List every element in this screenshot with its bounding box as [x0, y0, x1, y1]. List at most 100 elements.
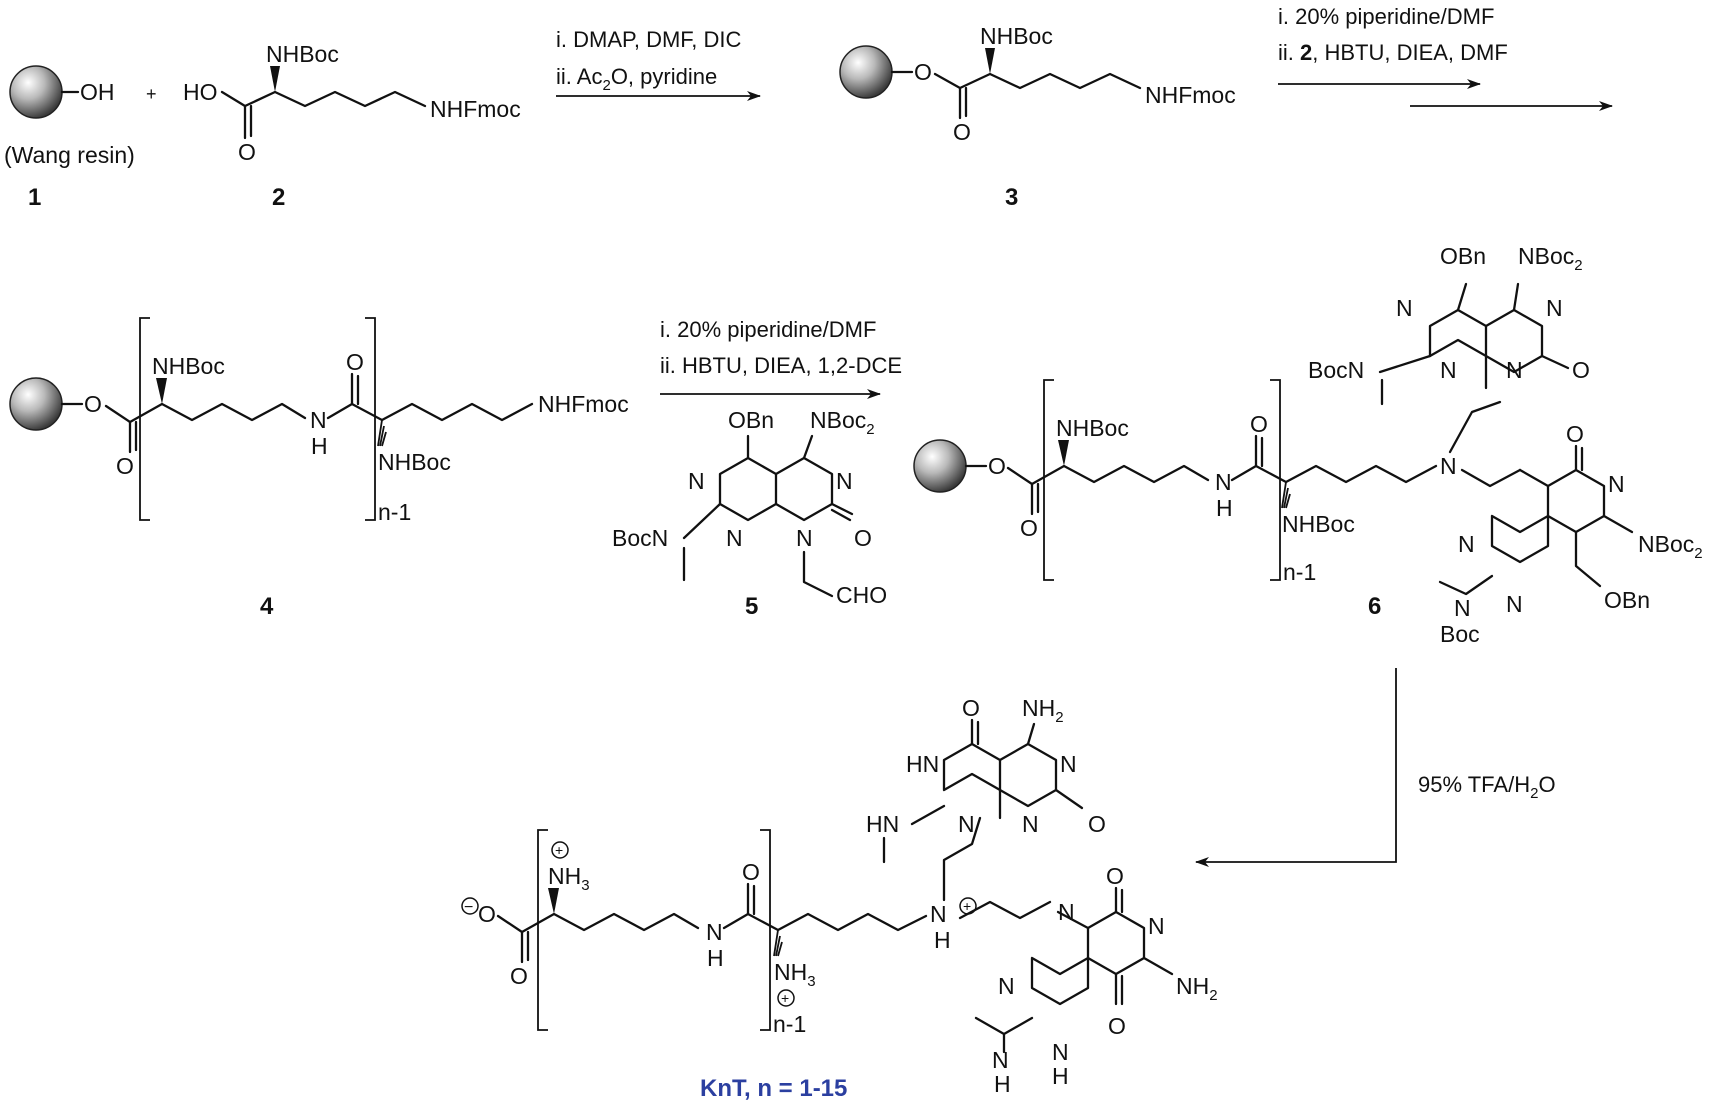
kt-repeat-label: n-1 — [773, 1011, 806, 1037]
kt-lower-n2-label: N — [1148, 913, 1165, 939]
minus-charge-icon — [461, 897, 479, 915]
kt-upper-hn2-label: HN — [866, 811, 899, 837]
plus-charge-icon — [777, 989, 795, 1007]
kt-amide-o-label: O — [742, 859, 760, 885]
repeat-bracket-left — [537, 829, 548, 1031]
step2-condition-1: i. 20% piperidine/DMF — [1278, 4, 1494, 29]
c6-upper-bocn-label: BocN — [1308, 357, 1364, 383]
kt-lower-n1-label: N — [1058, 899, 1075, 925]
c6-ester-o-label: O — [988, 453, 1006, 479]
repeat-bracket-left — [139, 317, 150, 521]
kt-lower-h-label: H — [1052, 1063, 1069, 1089]
kt-nh3-top-label: NH3 — [548, 863, 590, 894]
hash-bond — [773, 929, 783, 957]
c4-carbonyl-o-label: O — [116, 453, 134, 479]
kt-upper-n3-label: N — [1022, 811, 1039, 837]
compound-4: O O NHBoc N H O NHBoc NHFmoc n-1 4 — [9, 317, 629, 620]
kt-lower-o1-label: O — [1106, 863, 1124, 889]
c6-amide-o-label: O — [1250, 411, 1268, 437]
c6-nhboc-top-label: NHBoc — [1056, 415, 1129, 441]
c6-amide-n-label: N — [1215, 469, 1232, 495]
arrow-line — [1195, 668, 1397, 867]
step2-condition-2: ii. 2, HBTU, DIEA, DMF — [1278, 40, 1508, 65]
c4-amide-h-label: H — [311, 433, 328, 459]
c5-n4-label: N — [796, 525, 813, 551]
c6-lower-o-label: O — [1566, 421, 1584, 447]
c6-upper-n2-label: N — [1546, 295, 1563, 321]
product-knt: − O O + NH3 N H O NH3 + n-1 N H + O NH2 — [461, 695, 1218, 1102]
wedge-bond — [1058, 440, 1069, 466]
kt-amide-h-label: H — [707, 945, 724, 971]
c5-obn-label: OBn — [728, 407, 774, 433]
c4-amide-o-label: O — [346, 349, 364, 375]
plus-sign: + — [555, 842, 563, 858]
c3-nhfmoc-label: NHFmoc — [1145, 82, 1236, 108]
kt-upper-o1-label: O — [962, 695, 980, 721]
c2-nhfmoc-label: NHFmoc — [430, 96, 521, 122]
step1-condition-2: ii. Ac2O, pyridine — [556, 64, 717, 94]
compound-3-number: 3 — [1005, 184, 1018, 211]
minus-sign: − — [464, 899, 473, 916]
kt-lower-n3-label: N — [998, 973, 1015, 999]
c5-n2-label: N — [836, 468, 853, 494]
c6-tertiary-n-label: N — [1440, 453, 1457, 479]
c6-upper-o-label: O — [1572, 357, 1590, 383]
resin-bead-icon — [913, 439, 967, 493]
step-2-arrow: i. 20% piperidine/DMF ii. 2, HBTU, DIEA,… — [1278, 4, 1613, 111]
kt-amide-n-label: N — [706, 919, 723, 945]
c5-n1-label: N — [688, 468, 705, 494]
plus-sign: + — [146, 84, 157, 104]
c6-upper-n4-label: N — [1506, 357, 1523, 383]
c5-bocn-label: BocN — [612, 525, 668, 551]
c6-lower-n1-label: N — [1608, 471, 1625, 497]
repeat-bracket-right — [365, 317, 376, 521]
compound-5: OBn NBoc2 N N N N O BocN CHO 5 — [612, 407, 887, 620]
c4-nhboc-bottom-label: NHBoc — [378, 449, 451, 475]
wedge-bond — [985, 48, 995, 74]
kt-carboxylate-o-label: O — [478, 901, 496, 927]
c6-lower-methyl-n-label: N — [1454, 595, 1471, 621]
resin-bead-icon — [9, 377, 63, 431]
c6-upper-n3-label: N — [1440, 357, 1457, 383]
kt-upper-n1-label: N — [1060, 751, 1077, 777]
compound-6-number: 6 — [1368, 593, 1381, 620]
c6-lower-boc-label: Boc — [1440, 621, 1480, 647]
kt-carbonyl-o-label: O — [510, 963, 528, 989]
c6-repeat-label: n-1 — [1283, 559, 1316, 585]
kt-lower-nh-label: N — [1052, 1039, 1069, 1065]
c2-ho-label: HO — [183, 79, 218, 105]
wedge-bond — [156, 378, 167, 404]
c6-nhboc-bottom-label: NHBoc — [1282, 511, 1355, 537]
resin-oh-label: OH — [80, 79, 115, 105]
wedge-bond — [270, 66, 280, 92]
kt-ammonium-n-label: N — [930, 901, 947, 927]
compound-2-number: 2 — [272, 184, 285, 211]
kt-lower-methyl-nh-label: N — [992, 1047, 1009, 1073]
step4-condition: 95% TFA/H2O — [1418, 772, 1556, 802]
resin-bead-icon — [839, 45, 893, 99]
kt-lower-methyl-h-label: H — [994, 1071, 1011, 1097]
kt-upper-n2-label: N — [958, 811, 975, 837]
product-knt-label: KnT, n = 1-15 — [700, 1075, 847, 1102]
compound-3: O O NHBoc NHFmoc 3 — [839, 23, 1236, 211]
c6-nboc2-upper-label: NBoc2 — [1518, 243, 1583, 274]
c4-nhboc-top-label: NHBoc — [152, 353, 225, 379]
c6-carbonyl-o-label: O — [1020, 515, 1038, 541]
repeat-bracket-right — [760, 829, 771, 1031]
compound-5-number: 5 — [745, 593, 758, 620]
c6-obn-lower-label: OBn — [1604, 587, 1650, 613]
step3-condition-2: ii. HBTU, DIEA, 1,2-DCE — [660, 353, 902, 378]
repeat-bracket-right — [1270, 379, 1281, 581]
step-3-arrow: i. 20% piperidine/DMF ii. HBTU, DIEA, 1,… — [660, 317, 902, 399]
plus-sign: + — [963, 898, 971, 914]
kt-ammonium-h-label: H — [934, 927, 951, 953]
c6-amide-h-label: H — [1216, 495, 1233, 521]
plus-sign: + — [781, 990, 789, 1006]
c5-o-label: O — [854, 525, 872, 551]
resin-bead-icon — [9, 65, 63, 119]
step3-condition-1: i. 20% piperidine/DMF — [660, 317, 876, 342]
c6-obn-upper-label: OBn — [1440, 243, 1486, 269]
c2-o-label: O — [238, 139, 256, 165]
hash-bond — [1281, 481, 1291, 509]
